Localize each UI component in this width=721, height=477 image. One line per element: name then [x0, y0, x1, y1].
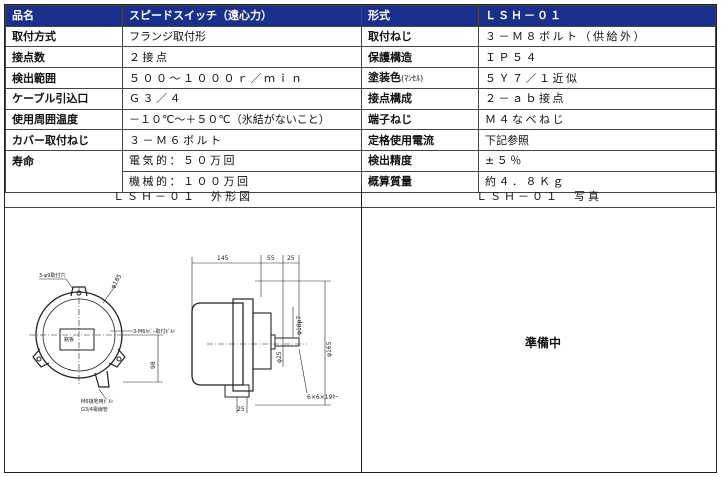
table-row: 取付方式 フランジ取付形 取付ねじ ３－Ｍ８ボルト（供給外） — [5, 25, 716, 48]
front-view: 3-φ9取付穴 φ185 3-M6ｶﾊﾞｰ取付ﾎﾞﾙﾄ 98 銘板 M6接地用ﾎ… — [29, 272, 176, 413]
phi18-label: φ18p7 — [296, 316, 303, 335]
dim-25-bottom-label: 25 — [237, 406, 245, 413]
detection-range-value: ５００〜１０００ｒ／ｍｉｎ — [122, 67, 362, 90]
phi185-label: φ185 — [110, 273, 124, 290]
dim-25-top-label: 25 — [287, 255, 295, 262]
terminal-screw-label: 端子ねじ — [361, 108, 479, 131]
cover-bolt-label: 3-M6ｶﾊﾞｰ取付ﾎﾞﾙﾄ — [133, 328, 176, 335]
table-row: 寿命 電気的：５０万回 検出精度 ±５％ — [5, 150, 716, 172]
table-row: カバー取付ねじ ３－Ｍ６ボルト 定格使用電流 下記参照 — [5, 129, 716, 152]
cable-entry-label: ケーブル引込口 — [5, 88, 123, 110]
photo-placeholder: 準備中 — [525, 336, 562, 350]
nameplate-label: 銘板 — [64, 336, 74, 343]
outline-caption: ＬＳＨ－０１ 外形図 — [113, 190, 253, 203]
column-divider — [361, 187, 362, 473]
contacts-value: ２接点 — [122, 46, 362, 69]
contacts-label: 接点数 — [5, 46, 123, 69]
mounting-screw-value: ３－Ｍ８ボルト（供給外） — [478, 25, 716, 48]
cable-entry-value: Ｇ３／４ — [122, 88, 362, 110]
caption-row: ＬＳＨ－０１ 外形図 ＬＳＨ－０１ 写真 — [5, 187, 715, 208]
table-row: 検出範囲 ５００〜１０００ｒ／ｍｉｎ 塗装色(ﾏﾝｾﾙ) ５Ｙ７／１近似 — [5, 67, 716, 90]
dim-98-label: 98 — [150, 361, 157, 369]
life-label: 寿命 — [5, 150, 123, 172]
model-value: ＬＳＨ－０１ — [478, 5, 716, 27]
mechanical-life-value: 機械的：１００万回 — [122, 170, 362, 193]
electrical-life-value: 電気的：５０万回 — [122, 150, 362, 172]
product-name-label: 品名 — [5, 5, 123, 27]
mounting-screw-label: 取付ねじ — [361, 25, 479, 48]
table-row: 機械的：１００万回 概算質量 約４．８Ｋｇ — [5, 170, 716, 193]
mount-holes-label: 3-φ9取付穴 — [39, 272, 65, 279]
contact-config-value: ２－ａｂ接点 — [478, 88, 716, 110]
mounting-method-label: 取付方式 — [5, 25, 123, 48]
ambient-temp-value: －１０℃〜＋５０℃（氷結がないこと） — [122, 108, 362, 131]
paint-color-label: 塗装色(ﾏﾝｾﾙ) — [361, 67, 479, 90]
table-row: 接点数 ２接点 保護構造 ＩＰ５４ — [5, 46, 716, 69]
side-view: 145 55 25 φ18p7 φ25 φ165 6×6×19ｷｰ 25 — [191, 255, 338, 413]
cover-screw-value: ３－Ｍ６ボルト — [122, 129, 362, 152]
protection-value: ＩＰ５４ — [478, 46, 716, 69]
table-header-row: 品名 スピードスイッチ（遠心力） 形式 ＬＳＨ－０１ — [5, 5, 716, 27]
ground-bolt-label: M6接地用ﾎﾞﾙﾄ — [81, 398, 114, 405]
accuracy-label: 検出精度 — [361, 150, 479, 172]
product-name-value: スピードスイッチ（遠心力） — [122, 5, 362, 27]
weight-value: 約４．８Ｋｇ — [478, 170, 716, 193]
terminal-screw-value: Ｍ４なべねじ — [478, 108, 716, 131]
cable-entry-label: G3/4電線管 — [81, 406, 108, 413]
rated-current-value: 下記参照 — [478, 129, 716, 152]
spec-table: 品名 スピードスイッチ（遠心力） 形式 ＬＳＨ－０１ 取付方式 フランジ取付形 … — [5, 5, 716, 193]
ambient-temp-label: 使用周囲温度 — [5, 108, 123, 131]
key-label: 6×6×19ｷｰ — [307, 394, 338, 401]
table-row: ケーブル引込口 Ｇ３／４ 接点構成 ２－ａｂ接点 — [5, 88, 716, 110]
rated-current-label: 定格使用電流 — [361, 129, 479, 152]
contact-config-label: 接点構成 — [361, 88, 479, 110]
phi25-label: φ25 — [276, 351, 283, 363]
accuracy-value: ±５％ — [478, 150, 716, 172]
weight-label: 概算質量 — [361, 170, 479, 193]
detection-range-label: 検出範囲 — [5, 67, 123, 90]
table-row: 使用周囲温度 －１０℃〜＋５０℃（氷結がないこと） 端子ねじ Ｍ４なべねじ — [5, 108, 716, 131]
dim-145-label: 145 — [217, 255, 229, 262]
outline-drawing: 3-φ9取付穴 φ185 3-M6ｶﾊﾞｰ取付ﾎﾞﾙﾄ 98 銘板 M6接地用ﾎ… — [29, 255, 338, 413]
paint-color-value: ５Ｙ７／１近似 — [478, 67, 716, 90]
photo-caption: ＬＳＨ－０１ 写真 — [476, 190, 602, 203]
model-label: 形式 — [361, 5, 479, 27]
dim-55-label: 55 — [267, 255, 275, 262]
phi165-label: φ165 — [326, 341, 333, 357]
cover-screw-label: カバー取付ねじ — [5, 129, 123, 152]
mounting-method-value: フランジ取付形 — [122, 25, 362, 48]
protection-label: 保護構造 — [361, 46, 479, 69]
spec-sheet: 品名 スピードスイッチ（遠心力） 形式 ＬＳＨ－０１ 取付方式 フランジ取付形 … — [4, 4, 717, 473]
